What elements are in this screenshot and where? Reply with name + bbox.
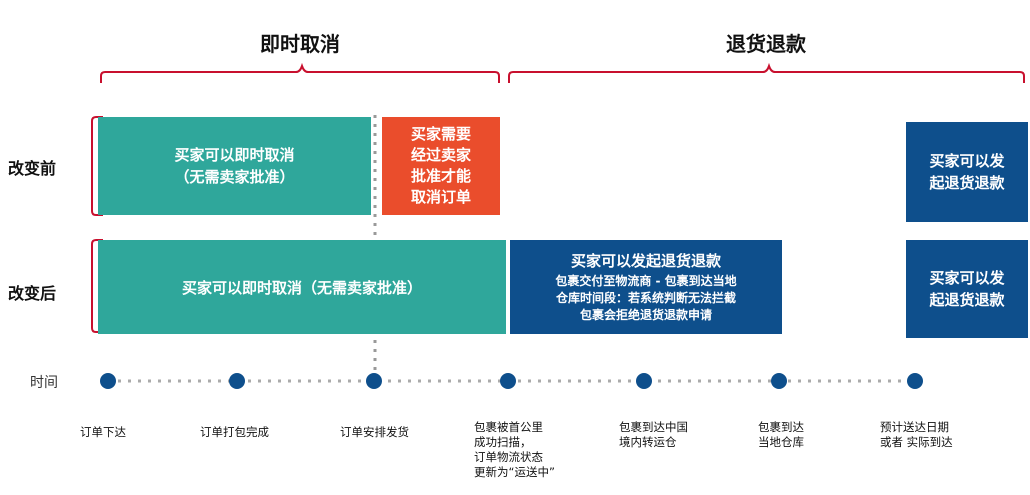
bracket-immediate-cancel	[100, 62, 500, 83]
box-after-immediate-cancel: 买家可以即时取消（无需卖家批准）	[98, 240, 506, 334]
milestone-label: 预计送达日期 或者 实际到达	[880, 420, 953, 449]
bracket-after	[91, 239, 103, 333]
box-before-seller-approval: 买家需要 经过卖家 批准才能 取消订单	[382, 117, 500, 215]
header-immediate-cancel: 即时取消	[260, 32, 340, 56]
box-before-return-refund: 买家可以发 起退货退款	[906, 122, 1028, 222]
timeline-dot	[907, 373, 923, 389]
row-label-before: 改变前	[8, 159, 57, 178]
box-after-return-refund: 买家可以发起退货退款 包裹交付至物流商 - 包裹到达当地 仓库时间段：若系统判断…	[510, 240, 782, 334]
timeline-dot	[771, 373, 787, 389]
bracket-before	[91, 116, 103, 216]
timeline-dot	[636, 373, 652, 389]
milestone-label: 包裹被首公里 成功扫描， 订单物流状态 更新为“运送中”	[474, 420, 555, 479]
box-before-immediate-cancel: 买家可以即时取消 （无需卖家批准）	[98, 117, 371, 215]
milestone-label: 订单下达	[80, 425, 126, 439]
milestone-label: 订单打包完成	[200, 425, 269, 439]
bracket-return-refund	[508, 62, 1025, 83]
after-refund-title: 买家可以发起退货退款	[570, 251, 721, 270]
timeline-dot	[366, 373, 382, 389]
row-label-after: 改变后	[8, 284, 57, 303]
box-after-return-refund-end: 买家可以发 起退货退款	[906, 240, 1028, 338]
after-refund-desc: 包裹交付至物流商 - 包裹到达当地 仓库时间段：若系统判断无法拦截 包裹会拒绝退…	[555, 273, 737, 322]
timeline-label: 时间	[30, 375, 58, 391]
timeline-dot	[500, 373, 516, 389]
milestone-label: 订单安排发货	[340, 425, 409, 439]
milestone-label: 包裹到达中国 境内转运仓	[619, 420, 688, 449]
header-return-refund: 退货退款	[726, 32, 806, 56]
milestone-label: 包裹到达 当地仓库	[758, 420, 804, 449]
timeline-dot	[100, 373, 116, 389]
timeline-dot	[229, 373, 245, 389]
